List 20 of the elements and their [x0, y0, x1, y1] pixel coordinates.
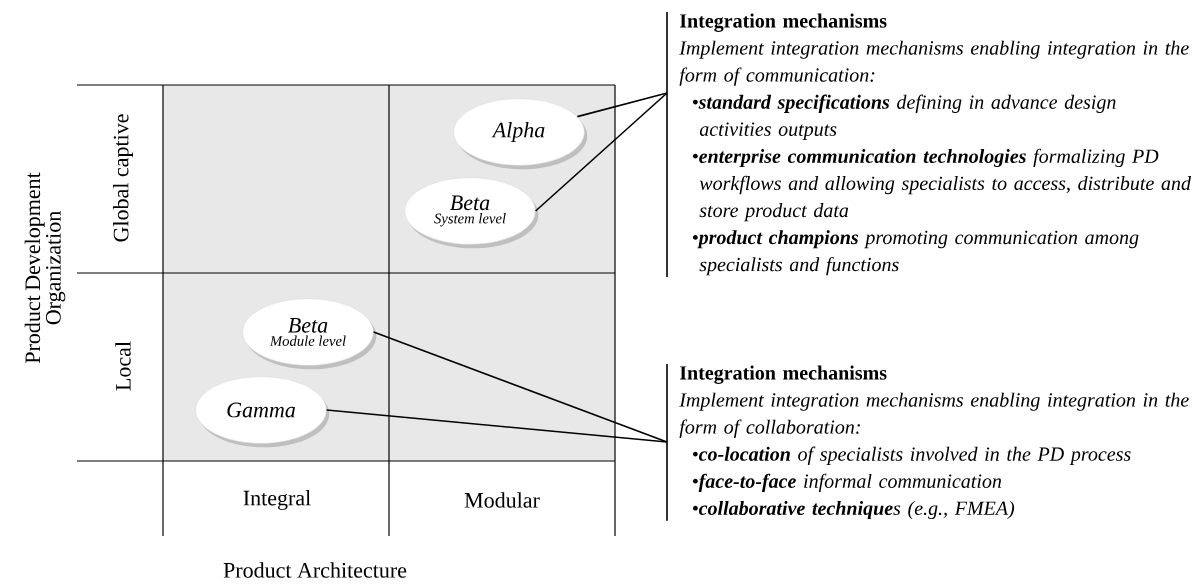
- text-panel: [666, 11, 1191, 278]
- axis-title: Product Architecture: [223, 562, 407, 578]
- bullet-item: •co-location of specialists involved in the PD process: [693, 446, 1131, 465]
- connector-line: [325, 409, 668, 443]
- heading: Integration mechanisms: [679, 365, 887, 384]
- row-header: Global captive: [113, 114, 133, 242]
- axis-title: Product Development Organization: [24, 172, 66, 364]
- heading: Integration mechanisms: [679, 13, 887, 32]
- bullet-item: •collaborative techniques (e.g., FMEA): [693, 500, 1015, 520]
- bullet-item: •face-to-face informal communication: [693, 473, 1002, 492]
- connector-line: [534, 92, 668, 212]
- connector-line: [372, 331, 668, 443]
- column-header: Modular: [464, 492, 540, 508]
- column-header: Integral: [243, 490, 311, 510]
- description: Implement integration mechanisms enabling integration in the form of collaboration:: [679, 392, 1189, 438]
- text-panel: [666, 363, 1189, 522]
- bullet-item: •product champions promoting communication among specialists and functions: [693, 230, 1139, 276]
- connector-line: [576, 92, 668, 118]
- description: Implement integration mechanisms enabling integration in the form of communication:: [679, 40, 1189, 86]
- row-header: Local: [115, 341, 131, 391]
